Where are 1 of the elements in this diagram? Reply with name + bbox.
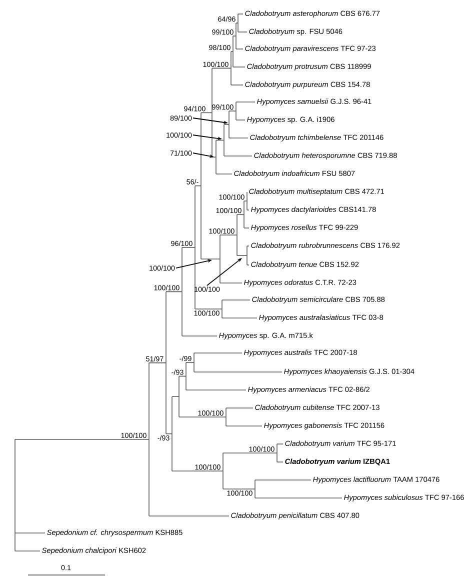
arrow <box>206 258 242 286</box>
